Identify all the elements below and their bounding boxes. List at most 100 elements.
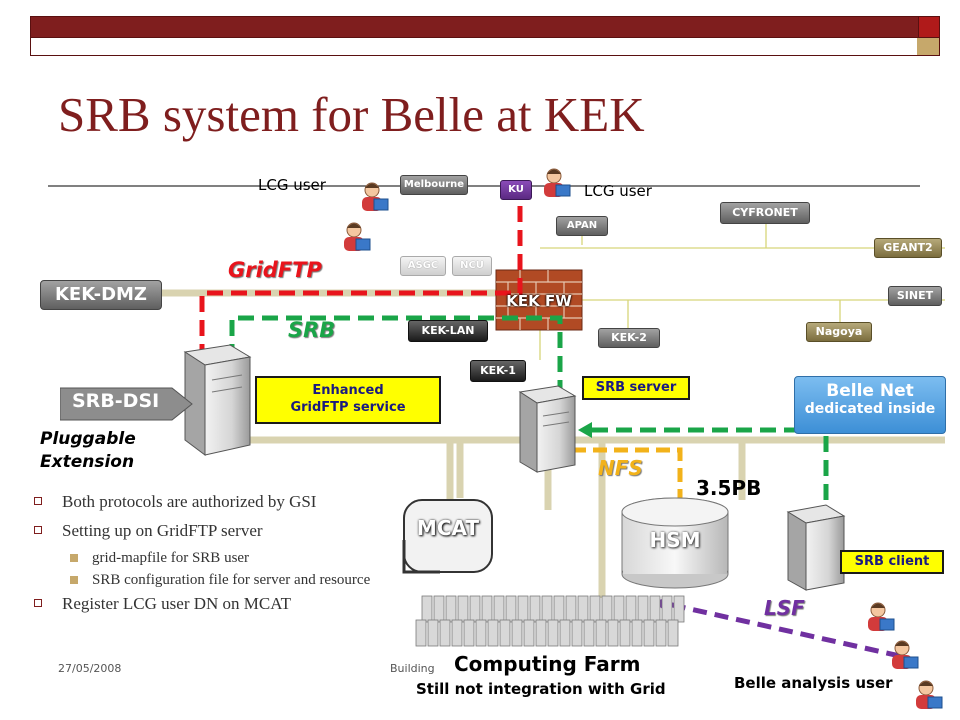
farm-node-icon bbox=[535, 619, 547, 647]
nfs-path bbox=[572, 447, 683, 498]
capacity-label: 3.5PB bbox=[696, 476, 762, 500]
farm-node-icon bbox=[673, 595, 685, 623]
tag-cyfronet: CYFRONET bbox=[720, 202, 810, 224]
bullet-item: Register LCG user DN on MCAT bbox=[34, 594, 379, 613]
user-icon bbox=[362, 182, 389, 211]
farm-node-icon bbox=[463, 619, 475, 647]
farm-node-icon bbox=[469, 595, 481, 623]
user-icon bbox=[544, 168, 571, 197]
sub-bullet-marker bbox=[70, 576, 78, 584]
farm-node-icon bbox=[565, 595, 577, 623]
sub-bullet-marker bbox=[70, 554, 78, 562]
srb-arrowhead bbox=[578, 422, 592, 438]
farm-node-icon bbox=[415, 619, 427, 647]
tag-kek-dmz: KEK-DMZ bbox=[40, 280, 162, 310]
enhanced-gridftp-box: Enhanced GridFTP service bbox=[255, 376, 441, 424]
belle-users-label: Belle analysis user bbox=[734, 674, 893, 692]
farm-node-icon bbox=[499, 619, 511, 647]
farm-node-icon bbox=[631, 619, 643, 647]
user-icons bbox=[344, 168, 943, 709]
farm-node-icon bbox=[457, 595, 469, 623]
farm-node-icon bbox=[517, 595, 529, 623]
lcg-user-left-label: LCG user bbox=[258, 176, 326, 194]
bullet-text: Setting up on GridFTP server bbox=[62, 521, 263, 540]
farm-node-icon bbox=[577, 595, 589, 623]
title-bar-corner bbox=[918, 16, 940, 38]
farm-node-icon bbox=[637, 595, 649, 623]
farm-node-icon bbox=[601, 595, 613, 623]
srb-server-box: SRB server bbox=[582, 376, 690, 400]
farm-node-icon bbox=[643, 619, 655, 647]
pluggable-extension-label: Pluggable Extension bbox=[40, 428, 136, 474]
farm-node-icon bbox=[433, 595, 445, 623]
belle-net-subtitle: dedicated inside bbox=[804, 401, 936, 417]
farm-node-icon bbox=[583, 619, 595, 647]
farm-node-icon bbox=[493, 595, 505, 623]
farm-node-icon bbox=[655, 619, 667, 647]
tag-asgc: ASGC bbox=[400, 256, 446, 276]
footer-date: 27/05/2008 bbox=[58, 662, 122, 675]
farm-node-icon bbox=[625, 595, 637, 623]
farm-node-icon bbox=[553, 595, 565, 623]
sub-bullet-item: grid-mapfile for SRB user bbox=[34, 550, 379, 566]
farm-node-icon bbox=[439, 619, 451, 647]
farm-node-icon bbox=[667, 619, 679, 647]
srb-path bbox=[229, 315, 563, 428]
farm-node-icon bbox=[511, 619, 523, 647]
farm-node-icon bbox=[595, 619, 607, 647]
farm-node-icon bbox=[541, 595, 553, 623]
tag-melbourne: Melbourne bbox=[400, 175, 468, 195]
belle-net-box: Belle Net dedicated inside bbox=[794, 376, 946, 434]
user-icon bbox=[892, 640, 919, 669]
title-bar-gold-block bbox=[917, 38, 939, 55]
tag-sinet: SINET bbox=[888, 286, 942, 306]
user-icon bbox=[916, 680, 943, 709]
tag-geant2: GEANT2 bbox=[874, 238, 942, 258]
lsf-path bbox=[667, 601, 901, 659]
bullet-text: Both protocols are authorized by GSI bbox=[62, 492, 317, 511]
farm-node-icon bbox=[481, 595, 493, 623]
farm-node-icon bbox=[589, 595, 601, 623]
pluggable-line-1: Pluggable bbox=[40, 429, 136, 449]
srb-client-server-icon bbox=[786, 504, 846, 591]
farm-note-label: Still not integration with Grid bbox=[416, 680, 666, 698]
tag-apan: APAN bbox=[556, 216, 608, 236]
farm-node-icon bbox=[559, 619, 571, 647]
computing-farm-label: Computing Farm bbox=[454, 652, 641, 676]
farm-node-icon bbox=[445, 595, 457, 623]
farm-node-icon bbox=[547, 619, 559, 647]
bullet-marker bbox=[34, 497, 42, 505]
farm-node-icon bbox=[661, 595, 673, 623]
farm-node-icon bbox=[649, 595, 661, 623]
srb-client-box: SRB client bbox=[840, 550, 944, 574]
farm-node-icon bbox=[523, 619, 535, 647]
farm-node-icon bbox=[451, 619, 463, 647]
enhanced-line-1: Enhanced bbox=[312, 383, 384, 398]
farm-node-icon bbox=[619, 619, 631, 647]
slide-title: SRB system for Belle at KEK bbox=[58, 87, 645, 142]
user-icon bbox=[344, 222, 371, 251]
belle-net-title: Belle Net bbox=[826, 381, 914, 401]
farm-node-icon bbox=[607, 619, 619, 647]
user-icon bbox=[868, 602, 895, 631]
tag-kek-2: KEK-2 bbox=[598, 328, 660, 348]
firewall-label: KEK FW bbox=[506, 292, 572, 310]
srb-dsi-banner: SRB-DSI bbox=[60, 384, 200, 424]
srb-dsi-label: SRB-DSI bbox=[72, 390, 160, 412]
sub-bullet-text: SRB configuration file for server and re… bbox=[92, 572, 371, 588]
farm-node-icon bbox=[505, 595, 517, 623]
gridftp-server-icon bbox=[183, 344, 252, 456]
bullet-list: Both protocols are authorized by GSI Set… bbox=[34, 492, 379, 623]
nfs-label: NFS bbox=[598, 456, 643, 480]
bullet-marker bbox=[34, 599, 42, 607]
tag-kek-lan: KEK-LAN bbox=[408, 320, 488, 342]
pluggable-line-2: Extension bbox=[40, 452, 135, 472]
tag-kek-1: KEK-1 bbox=[470, 360, 526, 382]
farm-node-icon bbox=[487, 619, 499, 647]
computing-farm-icon bbox=[415, 595, 685, 647]
mcat-icon bbox=[402, 499, 493, 574]
footer-text: Building bbox=[390, 662, 435, 675]
tag-ncu: NCU bbox=[452, 256, 492, 276]
tag-nagoya: Nagoya bbox=[806, 322, 872, 342]
bullet-item: Both protocols are authorized by GSI bbox=[34, 492, 379, 511]
